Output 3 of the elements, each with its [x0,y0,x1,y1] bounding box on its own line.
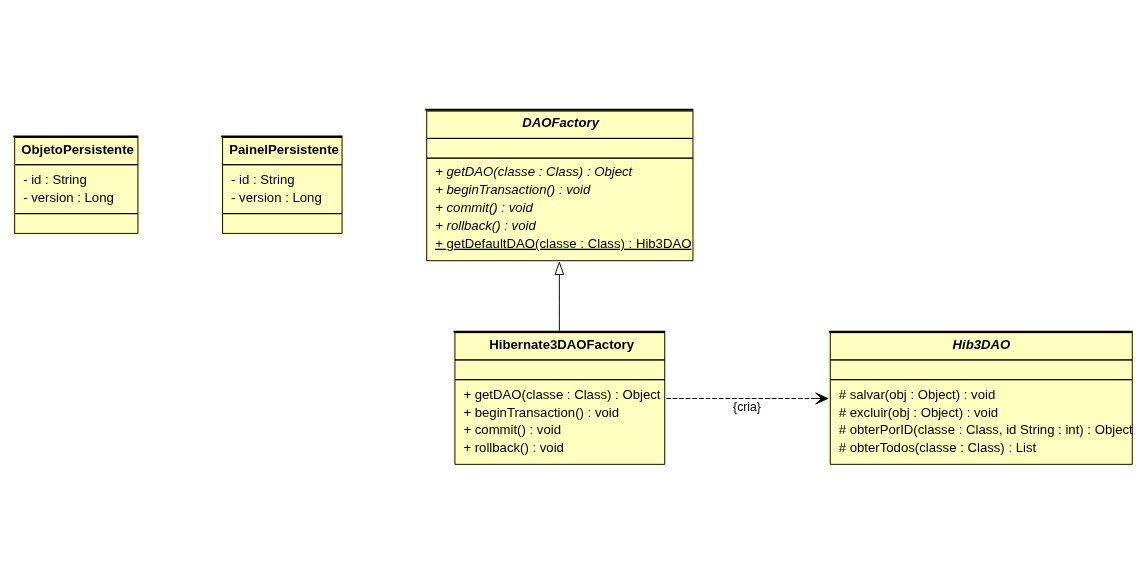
arrow [665,392,829,404]
edge-label: {cria} [733,399,761,414]
arrow [554,261,565,331]
